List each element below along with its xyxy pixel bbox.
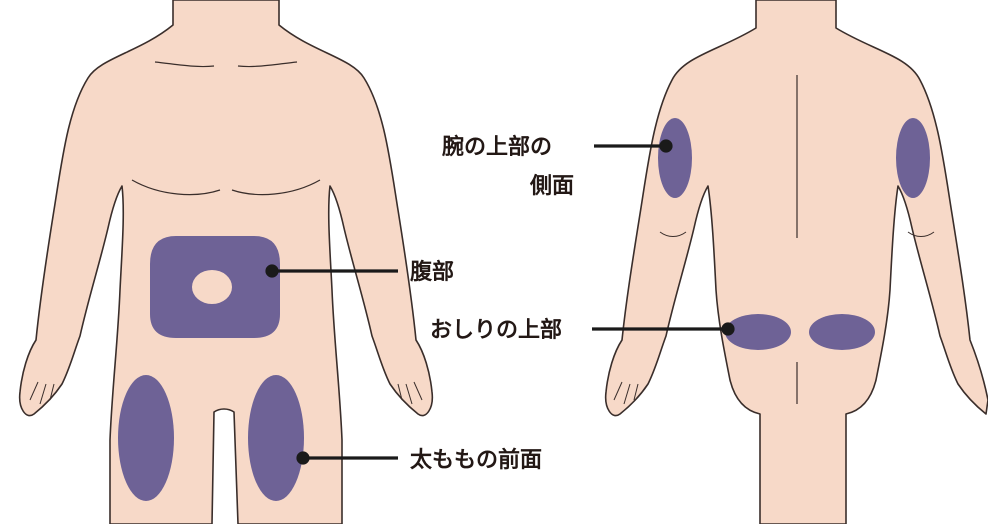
thigh-leader-dot (298, 453, 308, 463)
right-upper-arm-injection-site (896, 118, 930, 198)
left-thigh-injection-site (118, 375, 174, 501)
back-body-figure (606, 0, 988, 524)
right-buttock-injection-site (809, 314, 875, 350)
label-abdomen: 腹部 (410, 259, 454, 285)
label-buttocks: おしりの上部 (430, 317, 562, 343)
label-thigh: 太ももの前面 (410, 447, 542, 473)
right-thigh-injection-site (248, 375, 304, 501)
abdomen-leader-dot (267, 266, 277, 276)
left-buttock-injection-site (725, 314, 791, 350)
label-upper-arm-line1: 腕の上部の (442, 134, 552, 160)
upper-arm-leader-dot (661, 141, 671, 151)
front-body-figure (20, 0, 433, 524)
label-upper-arm-line2: 側面 (529, 174, 574, 199)
left-upper-arm-injection-site (658, 118, 692, 198)
buttocks-leader-dot (723, 324, 733, 334)
